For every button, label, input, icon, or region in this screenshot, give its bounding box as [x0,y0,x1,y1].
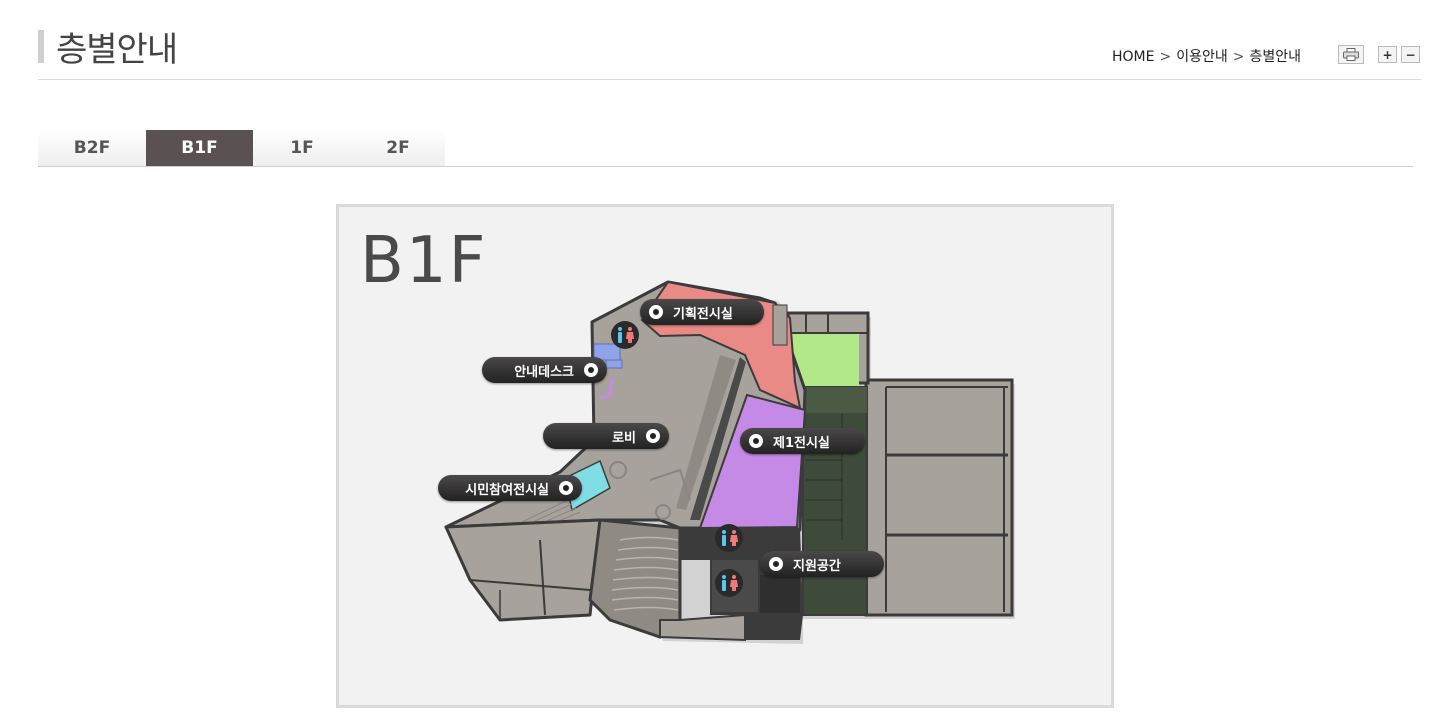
zoom-out-button[interactable]: − [1401,46,1420,63]
breadcrumb-home[interactable]: HOME [1112,49,1155,65]
tab-b1f[interactable]: B1F [146,130,253,166]
green-room [792,334,859,386]
breadcrumb-usage-info[interactable]: 이용안내 [1176,49,1228,65]
location-marker-icon [584,363,598,377]
page-title: 층별안내 [56,30,178,70]
label-exhibition-1[interactable]: 제1전시실 [740,428,865,454]
floor-label: B1F [360,224,488,298]
tab-1f[interactable]: 1F [253,130,351,166]
breadcrumb-separator: > [1232,49,1245,65]
dark-corridor [802,386,868,616]
zoom-in-button[interactable]: + [1378,46,1397,63]
print-icon [1343,48,1359,61]
location-marker-icon [646,429,660,443]
breadcrumb-separator: > [1159,49,1172,65]
location-marker-icon [559,481,573,495]
breadcrumb-floor-guide: 층별안내 [1249,49,1302,65]
south-west-wing [444,518,602,622]
header-divider [38,79,1421,80]
breadcrumb: HOME>이용안내>층별안내 [1112,46,1301,66]
location-marker-icon [749,434,763,448]
east-wing [864,378,1014,617]
restroom-icon [611,321,639,349]
label-planning-exhibition[interactable]: 기획전시실 [640,299,764,325]
location-marker-icon [649,305,663,319]
restroom-icon [715,569,743,597]
label-support-space[interactable]: 지원공간 [760,551,884,577]
tab-2f[interactable]: 2F [351,130,445,166]
title-accent-bar [38,30,44,63]
label-info-desk[interactable]: 안내데스크 [482,357,607,383]
location-marker-icon [769,557,783,571]
zoom-in-icon: + [1382,47,1393,62]
zoom-out-icon: − [1405,47,1416,62]
tab-b2f[interactable]: B2F [38,130,146,166]
label-lobby[interactable]: 로비 [543,423,669,449]
label-citizen-exhibition[interactable]: 시민참여전시실 [438,475,582,501]
floor-tabs: B2F B1F 1F 2F [38,130,445,166]
restroom-icon [715,524,743,552]
print-button[interactable] [1338,45,1364,64]
tabs-divider [38,166,1413,167]
